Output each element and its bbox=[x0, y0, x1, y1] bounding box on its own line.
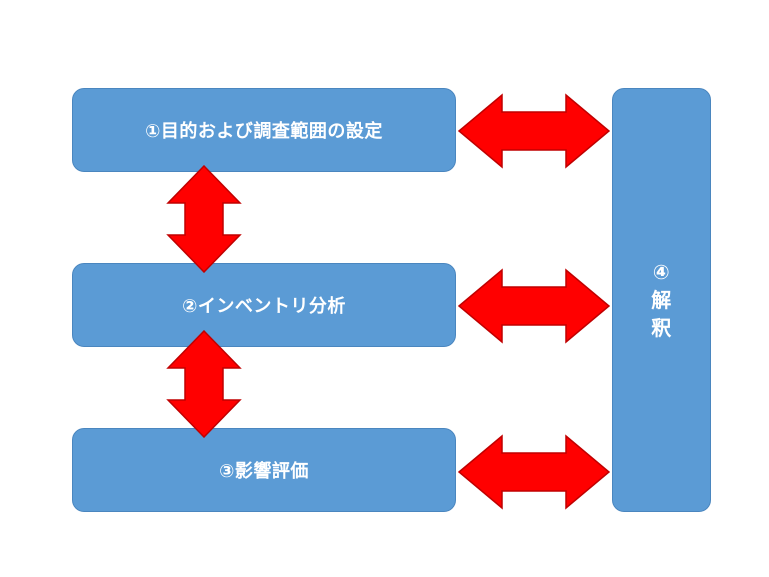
double-headed-arrow-vertical-icon bbox=[166, 165, 242, 273]
interpretation-number: ④ bbox=[652, 260, 671, 284]
step-impact-box: ③影響評価 bbox=[72, 428, 456, 512]
arrow-inventory-interpretation-shape bbox=[458, 268, 610, 344]
step-impact-label: ③影響評価 bbox=[219, 461, 309, 482]
double-headed-arrow-horizontal-icon bbox=[458, 268, 610, 344]
arrow-goal-inventory-shape bbox=[166, 165, 242, 273]
interpretation-char-2: 釈 bbox=[651, 316, 672, 340]
step-interpretation-box: ④ 解 釈 bbox=[612, 88, 711, 512]
step-goal-scope-label: ①目的および調査範囲の設定 bbox=[145, 121, 383, 142]
double-headed-arrow-vertical-icon bbox=[166, 330, 242, 438]
arrow-inventory-impact-shape bbox=[166, 330, 242, 438]
arrow-goal-interpretation-shape bbox=[458, 93, 610, 169]
step-inventory-label: ②インベントリ分析 bbox=[182, 296, 346, 317]
double-headed-arrow-horizontal-icon bbox=[458, 434, 610, 510]
double-headed-arrow-horizontal-icon bbox=[458, 93, 610, 169]
step-inventory-box: ②インベントリ分析 bbox=[72, 263, 456, 347]
step-goal-scope-box: ①目的および調査範囲の設定 bbox=[72, 88, 456, 172]
arrow-impact-interpretation-shape bbox=[458, 434, 610, 510]
interpretation-char-1: 解 bbox=[651, 288, 672, 312]
